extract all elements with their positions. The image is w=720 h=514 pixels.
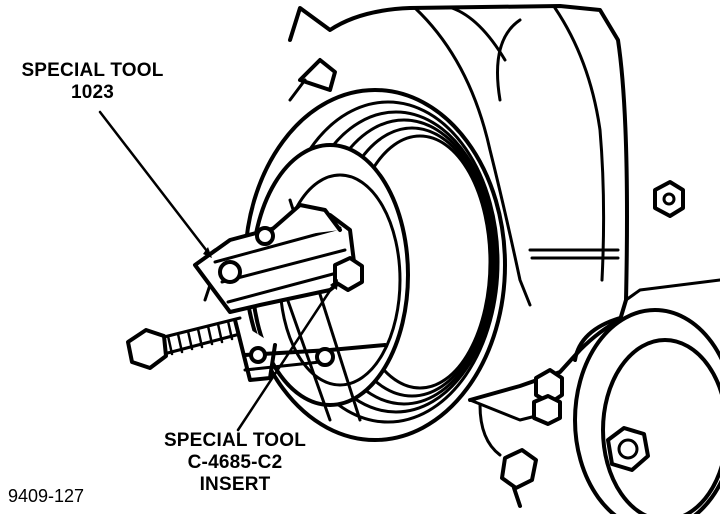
housing-bolt <box>653 180 685 218</box>
arrowhead-1023 <box>203 247 212 258</box>
label-line: SPECIAL TOOL <box>163 430 307 451</box>
engine-front-cover <box>288 4 720 457</box>
special-tool-1023-puller <box>126 203 387 382</box>
housing-bolt <box>532 368 564 426</box>
leader-line-insert <box>236 281 337 432</box>
arrowhead-insert <box>330 279 338 290</box>
label-line: C-4685-C2 <box>187 452 283 473</box>
housing-bolt <box>500 448 538 508</box>
label-line: SPECIAL TOOL <box>21 60 164 81</box>
label-special-tool-insert: SPECIAL TOOL C-4685-C2 INSERT <box>150 430 320 496</box>
leader-line-1023 <box>98 110 212 257</box>
figure-number: 9409-127 <box>8 486 85 506</box>
label-special-tool-1023: SPECIAL TOOL 1023 <box>10 60 175 104</box>
label-line: INSERT <box>199 474 271 495</box>
label-line: 1023 <box>70 82 115 103</box>
idler-pulley <box>573 308 720 514</box>
leader-lines <box>98 110 338 432</box>
